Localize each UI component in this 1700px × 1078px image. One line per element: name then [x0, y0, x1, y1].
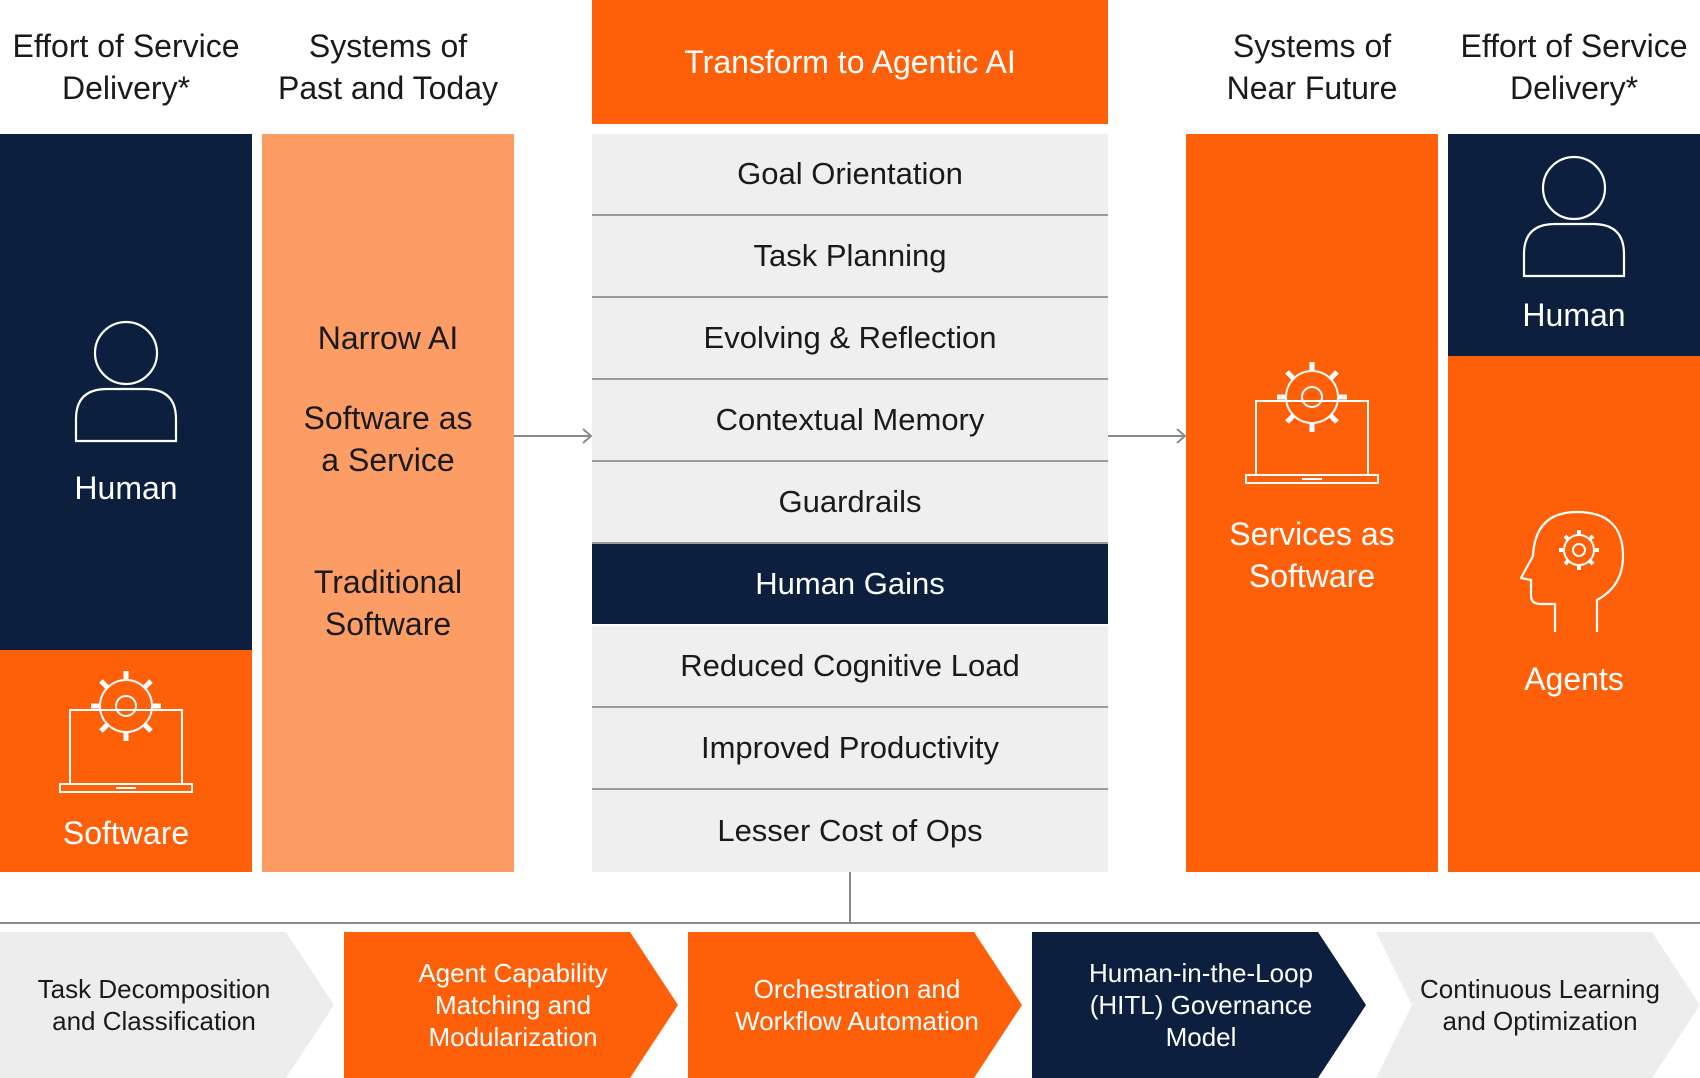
header-left-effort-label: Effort of Service Delivery* [12, 28, 240, 106]
capability-row: Improved Productivity [592, 708, 1108, 788]
person-icon [74, 320, 178, 443]
capability-row-highlight: Human Gains [592, 544, 1108, 624]
right-human-block: Human [1448, 134, 1700, 356]
capability-row: Evolving & Reflection [592, 298, 1108, 378]
future-systems-label: Services as Software [1229, 516, 1395, 594]
arrow-to-future [1108, 428, 1187, 444]
person-icon [1522, 155, 1626, 278]
process-step-2: Agent Capability Matching and Modulariza… [344, 932, 678, 1078]
right-agents-label: Agents [1524, 661, 1624, 697]
process-step-label: Continuous Learning and Optimization [1420, 974, 1660, 1036]
header-right-effort: Effort of Service Delivery* [1448, 0, 1700, 134]
header-center: Transform to Agentic AI [592, 0, 1108, 124]
process-step-label: Agent Capability Matching and Modulariza… [418, 958, 608, 1052]
capability-row: Reduced Cognitive Load [592, 626, 1108, 706]
header-right-systems: Systems of Near Future [1186, 0, 1438, 134]
left-human-label: Human [74, 470, 178, 506]
past-system-traditional: Traditional Software [313, 564, 463, 642]
past-systems-column: Narrow AI Software as a Service Traditio… [262, 134, 514, 872]
past-system-narrow-ai: Narrow AI [317, 320, 459, 356]
capability-row: Lesser Cost of Ops [592, 790, 1108, 872]
capability-row: Goal Orientation [592, 134, 1108, 214]
header-left-systems-label: Systems of Past and Today [277, 28, 498, 106]
row-divider [592, 296, 1108, 298]
row-divider [592, 460, 1108, 462]
right-human-label: Human [1522, 297, 1626, 333]
laptop-gear-icon [59, 671, 193, 793]
header-center-label: Transform to Agentic AI [684, 43, 1016, 80]
laptop-gear-icon [1245, 362, 1379, 484]
connector-horizontal [0, 922, 1700, 924]
process-step-label: Task Decomposition and Classification [37, 974, 271, 1036]
process-step-5: Continuous Learning and Optimization [1376, 932, 1700, 1078]
header-right-systems-label: Systems of Near Future [1226, 28, 1398, 106]
left-human-block: Human [0, 134, 252, 650]
head-gear-icon [1519, 510, 1625, 632]
process-step-4: Human-in-the-Loop (HITL) Governance Mode… [1032, 932, 1366, 1078]
future-systems-column: Services as Software [1186, 134, 1438, 872]
arrow-to-center [514, 428, 593, 444]
row-divider [592, 378, 1108, 380]
process-step-label: Human-in-the-Loop (HITL) Governance Mode… [1088, 958, 1313, 1052]
left-software-label: Software [62, 815, 190, 851]
row-divider [592, 788, 1108, 790]
header-left-effort: Effort of Service Delivery* [0, 0, 252, 134]
process-step-1: Task Decomposition and Classification [0, 932, 334, 1078]
header-left-systems: Systems of Past and Today [262, 0, 514, 134]
process-step-label: Orchestration and Workflow Automation [735, 974, 979, 1036]
row-divider [592, 214, 1108, 216]
process-step-3: Orchestration and Workflow Automation [688, 932, 1022, 1078]
header-right-effort-label: Effort of Service Delivery* [1460, 28, 1688, 106]
left-software-block: Software [0, 650, 252, 872]
capability-row: Task Planning [592, 216, 1108, 296]
capability-row: Guardrails [592, 462, 1108, 542]
past-system-saas: Software as a Service [303, 400, 473, 478]
row-divider [592, 706, 1108, 708]
right-agents-block: Agents [1448, 356, 1700, 872]
connector-vertical [849, 872, 851, 924]
capability-row: Contextual Memory [592, 380, 1108, 460]
row-divider [592, 542, 1108, 544]
